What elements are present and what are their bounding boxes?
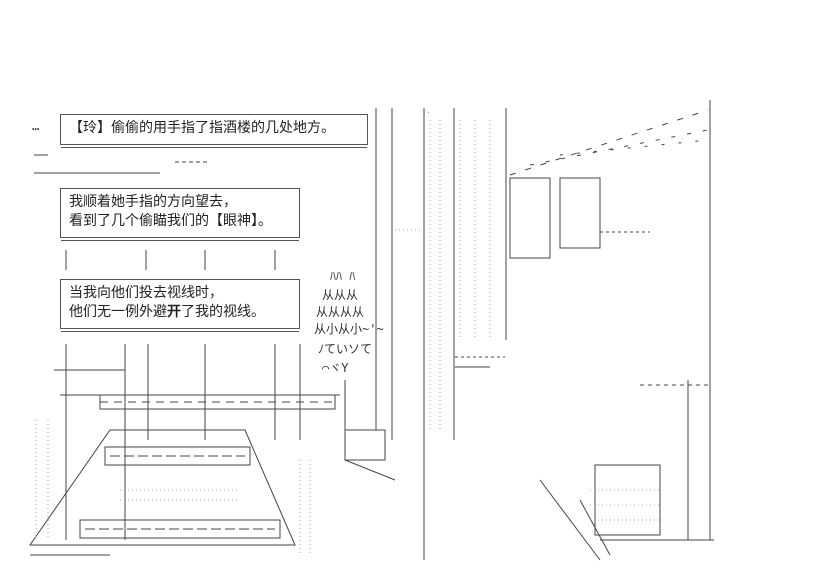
- caption-2-line-2: 看到了几个偷瞄我们的【眼神】。: [69, 213, 272, 229]
- caption-2-line-1: 我顺着她手指的方向望去，: [69, 194, 237, 210]
- caption-1-line-1: 【玲】偷偷的用手指了指酒楼的几处地方。: [69, 120, 335, 136]
- caption-3-line-2-a: 他们无一例外避: [69, 304, 167, 320]
- crowd-row-1: ﾊﾊ ﾊ: [330, 269, 356, 283]
- caption-3-line-1: 当我向他们投去视线时，: [69, 285, 223, 301]
- caption-3-line-2: 他们无一例外避开了我的视线。: [69, 303, 291, 322]
- caption-3: 当我向他们投去视线时， 他们无一例外避开了我的视线。: [60, 279, 300, 329]
- ellipsis-mark: …: [32, 119, 40, 133]
- caption-1: 【玲】偷偷的用手指了指酒楼的几处地方。: [60, 114, 368, 145]
- crowd-row-2: 从从从: [322, 288, 359, 302]
- crowd-row-5: ﾉていソて: [318, 342, 373, 356]
- caption-2: 我顺着她手指的方向望去， 看到了几个偷瞄我们的【眼神】。: [60, 188, 300, 238]
- crowd-row-6: ⌒ヾY: [322, 361, 349, 375]
- caption-3-line-2-bold: 开: [167, 304, 181, 320]
- crowd-row-3: 从从从从: [316, 305, 365, 319]
- caption-3-line-2-b: 了我的视线。: [181, 304, 265, 320]
- crowd-row-4: 从小从小~'~: [314, 322, 384, 336]
